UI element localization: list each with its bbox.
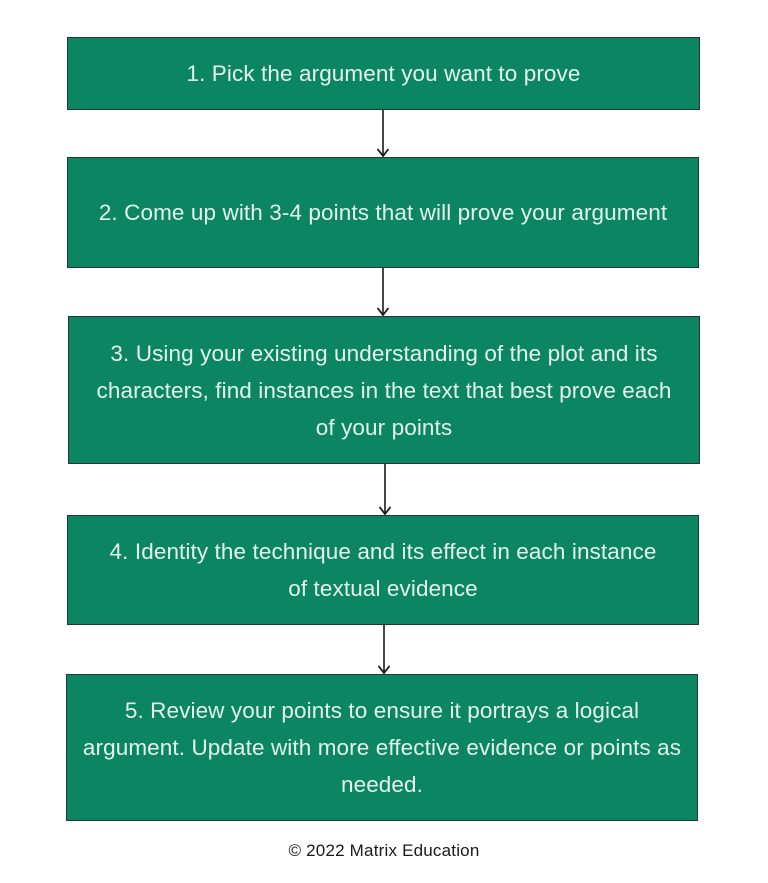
step-5-box: 5. Review your points to ensure it portr… (66, 674, 698, 821)
step-2-box: 2. Come up with 3-4 points that will pro… (67, 157, 699, 268)
step-2-text: 2. Come up with 3-4 points that will pro… (98, 200, 668, 225)
arrow-down-icon (377, 625, 391, 674)
arrow-down-icon (376, 110, 390, 157)
step-3-box: 3. Using your existing understanding of … (68, 316, 700, 464)
step-4-text: 4. Identity the technique and its effect… (109, 539, 657, 601)
step-1-text: 1. Pick the argument you want to prove (186, 61, 581, 86)
step-3-text: 3. Using your existing understanding of … (96, 340, 672, 440)
step-5-text: 5. Review your points to ensure it portr… (82, 698, 682, 797)
arrow-down-icon (378, 464, 392, 515)
step-1-box: 1. Pick the argument you want to prove (67, 37, 700, 110)
copyright-footer: © 2022 Matrix Education (288, 841, 480, 860)
step-4-box: 4. Identity the technique and its effect… (67, 515, 699, 625)
arrow-down-icon (376, 268, 390, 316)
